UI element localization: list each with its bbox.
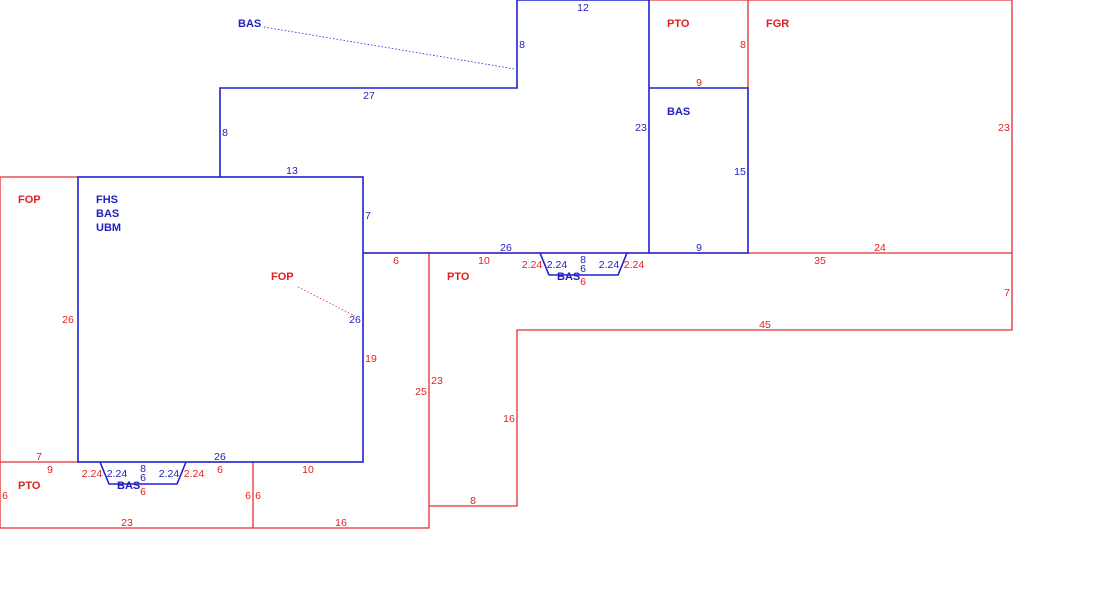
dim-label: 8 (519, 39, 525, 51)
secondary-dimension-labels: 8 9 23 24 35 7 45 6 10 26 19 23 25 16 8 … (2, 39, 1010, 529)
bas-top-label: BAS (238, 18, 261, 30)
bay-left-outline (99, 461, 187, 485)
dim-label: 16 (503, 413, 515, 425)
dim-label: 27 (363, 90, 375, 102)
bas-bay-right-label: BAS (557, 271, 580, 283)
fop-right-outline (253, 252, 430, 529)
pto-mid-outline (429, 252, 1013, 507)
dim-label: 6 (140, 472, 146, 484)
pto-top-label: PTO (667, 18, 690, 30)
dim-label: 2.24 (547, 259, 568, 271)
bas-right-outline (649, 87, 749, 254)
dim-label: 2.24 (599, 259, 620, 271)
dim-label: 8 (470, 495, 476, 507)
dim-label: 6 (2, 490, 8, 502)
bas-top-leader (263, 26, 516, 70)
bas-upper-outline (219, 0, 650, 254)
dim-label: 6 (140, 486, 146, 498)
bay-right-outline (539, 252, 628, 276)
dim-label: 23 (998, 122, 1010, 134)
fop-left-label: FOP (18, 194, 41, 206)
pto-bottom-outline (0, 462, 254, 529)
dim-label: 16 (335, 517, 347, 529)
dim-label: 15 (734, 166, 746, 178)
dim-label: 2.24 (159, 468, 180, 480)
dim-label: 26 (500, 242, 512, 254)
dim-label: 13 (286, 165, 298, 177)
area-labels: BAS PTO FGR BAS FOP FHS BAS UBM FOP PTO … (18, 18, 789, 492)
fop-callout-leader (297, 286, 356, 317)
fgr-label: FGR (766, 18, 789, 30)
dim-label: 45 (759, 319, 771, 331)
dim-label: 7 (36, 451, 42, 463)
dim-label: 35 (814, 255, 826, 267)
pto-mid-label: PTO (447, 271, 470, 283)
dim-label: 10 (478, 255, 490, 267)
dim-label: 26 (214, 451, 226, 463)
bas-right-label: BAS (667, 106, 690, 118)
dim-label: 8 (740, 39, 746, 51)
dim-label: 2.24 (82, 468, 103, 480)
bas-bay-left-label: BAS (117, 480, 140, 492)
ubm-label: UBM (96, 222, 121, 234)
pto-top-outline (649, 0, 749, 88)
dim-label: 23 (121, 517, 133, 529)
fop-callout-label: FOP (271, 271, 294, 283)
dim-label: 2.24 (624, 259, 645, 271)
main-area-lines (77, 0, 749, 485)
dim-label: 6 (217, 464, 223, 476)
dim-label: 23 (431, 375, 443, 387)
dim-label: 6 (393, 255, 399, 267)
dim-label: 19 (365, 353, 377, 365)
pto-bottom-label: PTO (18, 480, 41, 492)
secondary-area-lines (0, 0, 1013, 529)
dim-label: 2.24 (184, 468, 205, 480)
dim-label: 2.24 (107, 468, 128, 480)
fgr-outline (748, 0, 1013, 253)
dim-label: 9 (47, 464, 53, 476)
dim-label: 8 (580, 254, 586, 266)
dim-label: 23 (635, 122, 647, 134)
dim-label: 2.24 (522, 259, 543, 271)
dim-label: 25 (415, 386, 427, 398)
dim-label: 6 (255, 490, 261, 502)
dim-label: 9 (696, 242, 702, 254)
dim-label: 10 (302, 464, 314, 476)
dim-label: 26 (62, 314, 74, 326)
dim-label: 26 (349, 314, 361, 326)
dim-label: 8 (222, 127, 228, 139)
bas-main-label: BAS (96, 208, 119, 220)
dim-label: 8 (140, 463, 146, 475)
main-dimension-labels: 12 8 27 8 23 13 7 26 26 26 15 9 2.24 8 6… (107, 2, 746, 484)
fhs-label: FHS (96, 194, 118, 206)
dim-label: 24 (874, 242, 886, 254)
fop-left-outline (0, 176, 78, 463)
dim-label: 9 (696, 77, 702, 89)
dim-label: 7 (1004, 287, 1010, 299)
dim-label: 7 (365, 210, 371, 222)
dim-label: 12 (577, 2, 589, 14)
bas-main-outline (77, 176, 364, 463)
dim-label: 6 (580, 263, 586, 275)
dim-label: 6 (245, 490, 251, 502)
dim-label: 6 (580, 276, 586, 288)
